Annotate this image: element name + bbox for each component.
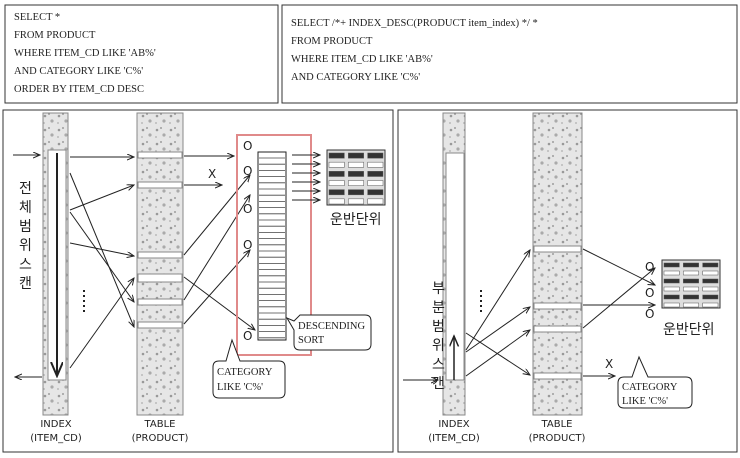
reject-marker: X [208, 167, 216, 181]
sql-line: ORDER BY ITEM_CD DESC [14, 84, 144, 95]
sql-line: WHERE ITEM_CD LIKE 'AB%' [291, 54, 433, 65]
scan-label-char: 부 [432, 281, 445, 297]
sort-bubble-text: DESCENDING [298, 321, 365, 332]
scan-label-char: 전 [19, 181, 32, 197]
right-table-sublabel: (PRODUCT) [529, 433, 586, 444]
sort-buffer [257, 151, 287, 341]
scan-label-char: 캔 [19, 276, 32, 292]
sql-line: FROM PRODUCT [291, 36, 373, 47]
scan-label-char: 범 [432, 319, 445, 335]
sort-bubble [285, 314, 372, 351]
right-index-label: INDEX [438, 419, 469, 430]
right-table-column [532, 112, 583, 416]
left-filter-bubble-text: LIKE 'C%' [217, 382, 263, 393]
sql-line: AND CATEGORY LIKE 'C%' [291, 72, 420, 83]
left-index-label: INDEX [40, 419, 71, 430]
left-sql: SELECT * FROM PRODUCT WHERE ITEM_CD LIKE '… [14, 12, 156, 95]
left-filter-bubble-text: CATEGORY [217, 367, 273, 378]
right-output-grid [661, 259, 721, 309]
right-panel [397, 109, 738, 453]
sql-line: SELECT * [14, 12, 60, 23]
scan-label-char: 위 [19, 238, 32, 254]
right-output-label: 운반단위 [663, 322, 715, 338]
left-index-sublabel: (ITEM_CD) [30, 433, 82, 444]
sort-highlight-box [236, 134, 312, 356]
sql-line: SELECT /*+ INDEX_DESC(PRODUCT item_index… [291, 18, 538, 29]
right-filter-bubble-text: LIKE 'C%' [622, 396, 668, 407]
sort-bubble-text: SORT [298, 335, 325, 346]
left-table-column [136, 112, 184, 416]
sql-line: FROM PRODUCT [14, 30, 96, 41]
sql-line: WHERE ITEM_CD LIKE 'AB%' [14, 48, 156, 59]
pass-marker: O [243, 238, 252, 252]
pass-marker: O [243, 329, 252, 343]
left-output-grid [326, 149, 386, 206]
right-sql-box [281, 4, 738, 104]
pass-marker: O [645, 260, 654, 274]
pass-marker: O [243, 164, 252, 178]
left-filter-bubble [212, 338, 286, 399]
scan-label-char: 분 [432, 300, 445, 316]
right-filter-bubble-text: CATEGORY [622, 382, 678, 393]
scan-label-char: 체 [19, 200, 32, 216]
pass-marker: O [243, 202, 252, 216]
pass-marker: O [645, 286, 654, 300]
right-index-sublabel: (ITEM_CD) [428, 433, 480, 444]
left-table-label: TABLE [144, 419, 176, 430]
right-sql: SELECT /*+ INDEX_DESC(PRODUCT item_index… [291, 18, 538, 83]
sql-line: AND CATEGORY LIKE 'C%' [14, 66, 143, 77]
left-table-sublabel: (PRODUCT) [132, 433, 189, 444]
scan-label-char: 스 [432, 357, 445, 373]
left-panel [2, 109, 394, 453]
scan-label-char: 범 [19, 219, 32, 235]
right-filter-bubble [617, 355, 693, 409]
reject-marker: X [605, 357, 613, 371]
scan-label-char: 캔 [432, 376, 445, 392]
left-output-label: 운반단위 [330, 212, 382, 228]
pass-marker: O [645, 307, 654, 321]
left-sql-box [4, 4, 279, 104]
scan-label-char: 스 [19, 257, 32, 273]
scan-label-char: 위 [432, 338, 445, 354]
pass-marker: O [243, 139, 252, 153]
ellipsis-dots [83, 290, 85, 312]
right-index-scan-range [445, 152, 465, 381]
right-table-label: TABLE [541, 419, 573, 430]
